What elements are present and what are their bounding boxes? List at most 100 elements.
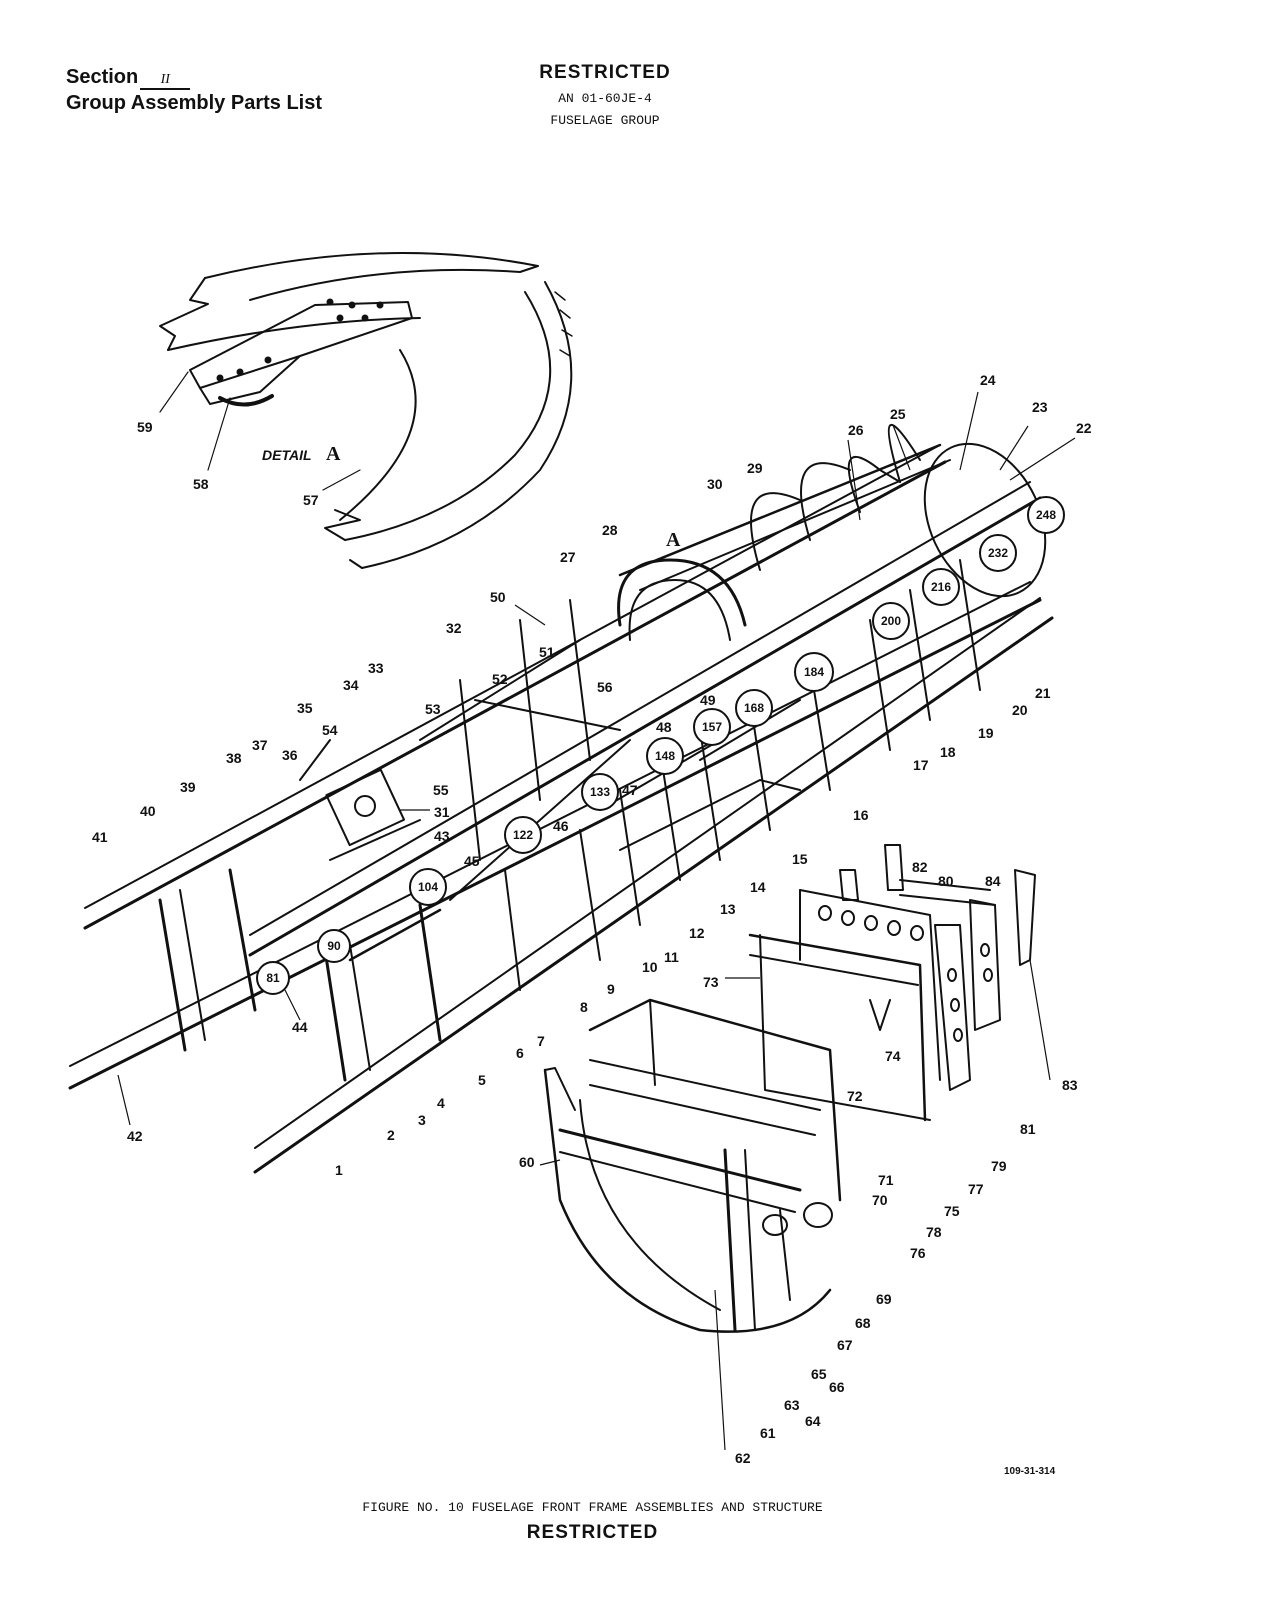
part-label-20: 20 xyxy=(1012,702,1028,718)
part-label-40: 40 xyxy=(140,803,156,819)
part-label-12: 12 xyxy=(689,925,705,941)
figure-caption: FIGURE NO. 10 FUSELAGE FRONT FRAME ASSEM… xyxy=(362,1500,823,1515)
part-label-16: 16 xyxy=(853,807,869,823)
callout-122: 122 xyxy=(504,816,542,854)
svg-text:90: 90 xyxy=(327,939,341,953)
callout-90: 90 xyxy=(317,929,351,963)
part-label-38: 38 xyxy=(226,750,242,766)
part-label-7: 7 xyxy=(537,1033,545,1049)
part-label-33: 33 xyxy=(368,660,384,676)
figure-caption-block: FIGURE NO. 10 FUSELAGE FRONT FRAME ASSEM… xyxy=(0,1497,1185,1519)
callout-200: 200 xyxy=(872,602,910,640)
station-callouts: 81 90 104 122 133 148 157 168 184 200 21… xyxy=(256,496,1065,995)
callout-81: 81 xyxy=(256,961,290,995)
part-label-31: 31 xyxy=(434,804,450,820)
drawing-code: 109-31-314 xyxy=(1004,1466,1056,1477)
part-label-48: 48 xyxy=(656,719,672,735)
document-header: RESTRICTED AN 01-60JE-4 FUSELAGE GROUP xyxy=(0,62,1210,132)
part-label-5: 5 xyxy=(478,1072,486,1088)
part-label-9: 9 xyxy=(607,981,615,997)
part-label-4: 4 xyxy=(437,1095,445,1111)
part-label-3: 3 xyxy=(418,1112,426,1128)
callout-232: 232 xyxy=(979,534,1017,572)
part-label-71: 71 xyxy=(878,1172,894,1188)
part-label-19: 19 xyxy=(978,725,994,741)
part-label-36: 36 xyxy=(282,747,298,763)
part-label-70: 70 xyxy=(872,1192,888,1208)
part-label-32: 32 xyxy=(446,620,462,636)
part-label-80: 80 xyxy=(938,873,954,889)
part-label-79: 79 xyxy=(991,1158,1007,1174)
part-label-41: 41 xyxy=(92,829,108,845)
svg-text:184: 184 xyxy=(804,665,824,679)
callout-168: 168 xyxy=(735,689,773,727)
svg-text:248: 248 xyxy=(1036,508,1056,522)
part-label-59: 59 xyxy=(137,419,153,435)
part-label-54: 54 xyxy=(322,722,338,738)
part-label-39: 39 xyxy=(180,779,196,795)
part-label-44: 44 xyxy=(292,1019,308,1035)
part-label-65: 65 xyxy=(811,1366,827,1382)
part-label-64: 64 xyxy=(805,1413,821,1429)
part-label-34: 34 xyxy=(343,677,359,693)
part-label-83: 83 xyxy=(1062,1077,1078,1093)
part-label-63: 63 xyxy=(784,1397,800,1413)
part-label-10: 10 xyxy=(642,959,658,975)
page-subtitle: Group Assembly Parts List xyxy=(66,92,322,114)
part-label-56: 56 xyxy=(597,679,613,695)
part-label-50: 50 xyxy=(490,589,506,605)
callout-216: 216 xyxy=(922,568,960,606)
classification-bottom: RESTRICTED xyxy=(526,1522,659,1543)
part-label-14: 14 xyxy=(750,879,766,895)
exploded-frames-drawing xyxy=(543,844,1036,1333)
leader-lines xyxy=(117,391,1076,1451)
part-label-78: 78 xyxy=(926,1224,942,1240)
part-label-68: 68 xyxy=(855,1315,871,1331)
callout-157: 157 xyxy=(693,708,731,746)
part-label-11: 11 xyxy=(664,949,679,965)
part-label-81: 81 xyxy=(1020,1121,1036,1137)
callout-104: 104 xyxy=(409,868,447,906)
part-label-8: 8 xyxy=(580,999,588,1015)
section-value: II xyxy=(140,72,191,90)
part-label-49: 49 xyxy=(700,692,716,708)
part-label-58: 58 xyxy=(193,476,209,492)
detail-marker: A xyxy=(666,529,681,551)
part-label-30: 30 xyxy=(707,476,723,492)
part-label-66: 66 xyxy=(829,1379,845,1395)
part-label-62: 62 xyxy=(735,1450,751,1466)
part-label-51: 51 xyxy=(539,644,555,660)
part-labels: 1 2 3 4 5 6 7 8 9 10 11 12 13 14 15 16 1… xyxy=(92,372,1092,1466)
part-label-61: 61 xyxy=(760,1425,776,1441)
svg-text:216: 216 xyxy=(931,580,951,594)
part-label-6: 6 xyxy=(516,1045,524,1061)
part-label-57: 57 xyxy=(303,492,319,508)
callout-248: 248 xyxy=(1027,496,1065,534)
svg-text:232: 232 xyxy=(988,546,1008,560)
part-label-84: 84 xyxy=(985,873,1001,889)
part-label-21: 21 xyxy=(1035,685,1051,701)
part-label-60: 60 xyxy=(519,1154,535,1170)
fuselage-frame-drawing xyxy=(68,423,1054,1174)
part-label-25: 25 xyxy=(890,406,906,422)
svg-text:81: 81 xyxy=(266,971,280,985)
svg-text:148: 148 xyxy=(655,749,675,763)
part-label-23: 23 xyxy=(1032,399,1048,415)
svg-text:104: 104 xyxy=(418,880,438,894)
callout-133: 133 xyxy=(581,773,619,811)
part-label-35: 35 xyxy=(297,700,313,716)
part-label-37: 37 xyxy=(252,737,268,753)
part-label-17: 17 xyxy=(913,757,929,773)
classification-top: RESTRICTED xyxy=(539,62,671,83)
svg-text:200: 200 xyxy=(881,614,901,628)
part-label-26: 26 xyxy=(848,422,864,438)
part-label-77: 77 xyxy=(968,1181,984,1197)
part-label-27: 27 xyxy=(560,549,576,565)
svg-text:157: 157 xyxy=(702,720,722,734)
part-label-42: 42 xyxy=(127,1128,143,1144)
document-number: AN 01-60JE-4 xyxy=(558,91,652,106)
part-label-29: 29 xyxy=(747,460,763,476)
